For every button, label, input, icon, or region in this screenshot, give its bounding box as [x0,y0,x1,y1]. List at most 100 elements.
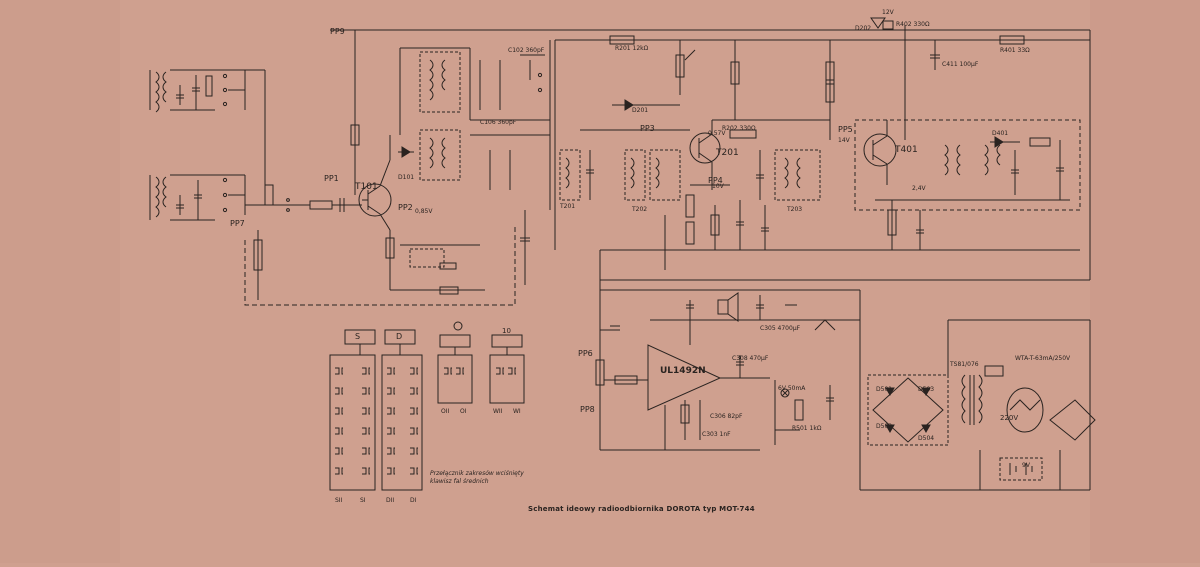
label-t201-coil: T201 [559,203,575,210]
switch-bottom-oii: OII [441,408,449,415]
label-c303: C303 1nF [702,431,731,438]
switch-bottom-wii: WII [493,408,503,415]
switch-contact [508,367,516,375]
switch-contact [387,407,395,415]
switch-contact [410,367,418,375]
switch-contact [410,387,418,395]
label-c102: C102 360pF [508,47,545,54]
switch-contact [387,387,395,395]
label-c411: C411 100μF [942,61,979,68]
if-stage [554,35,1080,300]
label-lamp-rating: 6V 50mA [778,385,806,392]
switch-contact [387,467,395,475]
label-c306: C306 82pF [710,413,743,420]
label-pp9: PP9 [330,27,345,36]
label-d202: D202 [855,25,871,32]
power-supply [774,319,1096,491]
audio-amplifier [595,289,861,490]
input-coil-block-lower [149,174,246,221]
switch-contact [410,467,418,475]
oscillator-coils [399,40,551,210]
switch-bottom-sii: SII [335,497,343,504]
switch-note: Przełącznik zakresów wciśnięty klawisz f… [430,470,524,485]
label-d503: D503 [918,386,934,393]
switch-bottom-dii: DII [386,497,394,504]
label-v085: 0,85V [415,208,433,215]
label-t101: T101 [354,182,378,192]
label-d101: D101 [398,174,414,181]
switch-contact [335,427,343,435]
label-mains: 220V [1000,414,1018,422]
label-v12: 12V [882,9,895,16]
switch-contact [362,407,370,415]
schematic-title: Schemat ideowy radioodbiornika DOROTA ty… [528,505,755,513]
switch-bottom-si: SI [360,497,366,504]
switch-contact [410,407,418,415]
label-pp2: PP2 [398,203,413,212]
switch-contact [362,387,370,395]
label-c308: C308 470μF [732,355,769,362]
switch-contact [387,447,395,455]
label-t202: T202 [631,206,647,213]
switch-contact [362,447,370,455]
label-d504: D504 [918,435,934,442]
label-r501: R501 1kΩ [792,425,822,432]
switch-contacts [335,367,516,475]
label-v14: 14V [838,137,851,144]
switch-label-d: D [396,332,402,341]
label-pp3: PP3 [640,124,655,133]
switch-bottom-di: DI [410,497,417,504]
label-d201: D201 [632,107,648,114]
switch-bottom-oi: OI [460,408,467,415]
label-d502: D502 [876,423,892,430]
label-r402: R402 330Ω [896,21,930,28]
switch-contact [335,467,343,475]
switch-bottom-wi: WI [513,408,521,415]
switch-contact [335,367,343,375]
switch-contact [387,427,395,435]
switch-contact [362,427,370,435]
label-battery: 9V [1022,462,1031,469]
label-pp8: PP8 [580,405,595,414]
mixer-stage [330,29,1090,295]
label-v24: 2,4V [912,185,927,192]
switch-label-10: 10 [502,327,511,335]
switch-contact [410,427,418,435]
label-v10: 10V [712,183,725,190]
switch-contact [362,467,370,475]
label-pp5: PP5 [838,125,853,134]
input-coil-block-upper [149,69,246,113]
label-t203: T203 [786,206,802,213]
switch-contact [335,407,343,415]
label-c305: C305 4700μF [760,325,801,332]
label-pp7: PP7 [230,219,245,228]
label-t201: T201 [715,148,739,158]
switch-contact [335,387,343,395]
label-r401: R401 33Ω [1000,47,1030,54]
label-v057: 0,57V [708,130,726,137]
switch-contact [335,447,343,455]
label-r201: R201 12kΩ [615,45,649,52]
label-d501: D501 [876,386,892,393]
switch-contact [496,367,504,375]
switch-contact [362,367,370,375]
label-transformer: TS81/076 [949,361,979,368]
switch-contact [456,367,464,375]
label-r202: R202 330Ω [722,125,756,132]
label-d401: D401 [992,130,1008,137]
label-pp4: PP4 [708,176,723,185]
label-c106: C106 360pF [480,119,517,126]
label-pp1: PP1 [324,174,339,183]
switch-contact [410,447,418,455]
switch-label-s: S [355,332,360,341]
label-ic: UL1492N [660,366,706,376]
switch-contact [387,367,395,375]
range-switch-diagram [329,321,525,491]
switch-contact [444,367,452,375]
label-t401: T401 [894,145,918,155]
label-pp6: PP6 [578,349,593,358]
detector-stage [600,17,1091,281]
label-fuse: WTA-T-63mA/250V [1015,355,1071,362]
